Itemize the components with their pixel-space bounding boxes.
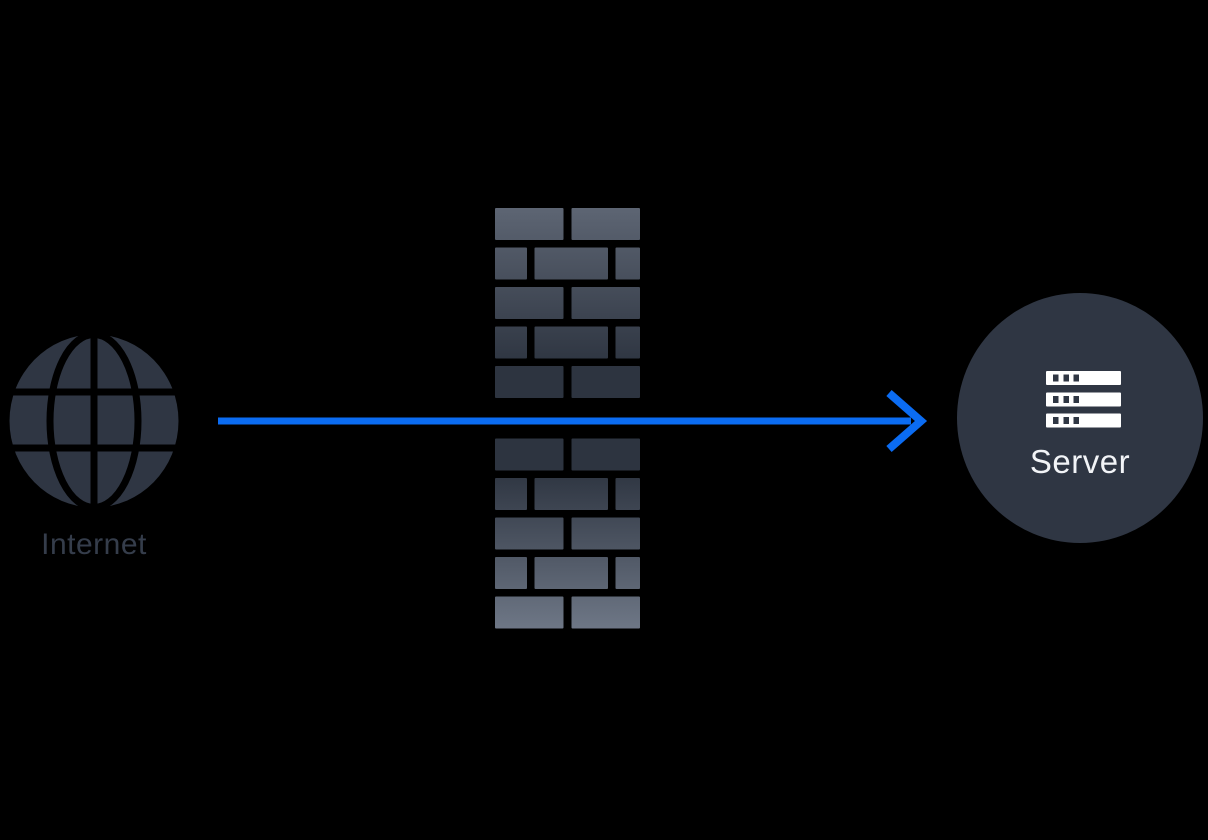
internet-label: Internet: [41, 528, 147, 561]
firewall-brick-wall-icon: [495, 208, 640, 629]
server-rack-icon: [1046, 371, 1121, 428]
server-node: Server: [957, 293, 1203, 543]
server-label: Server: [1029, 443, 1131, 480]
arrow-right-icon: [218, 389, 928, 453]
globe-icon: [8, 334, 180, 508]
